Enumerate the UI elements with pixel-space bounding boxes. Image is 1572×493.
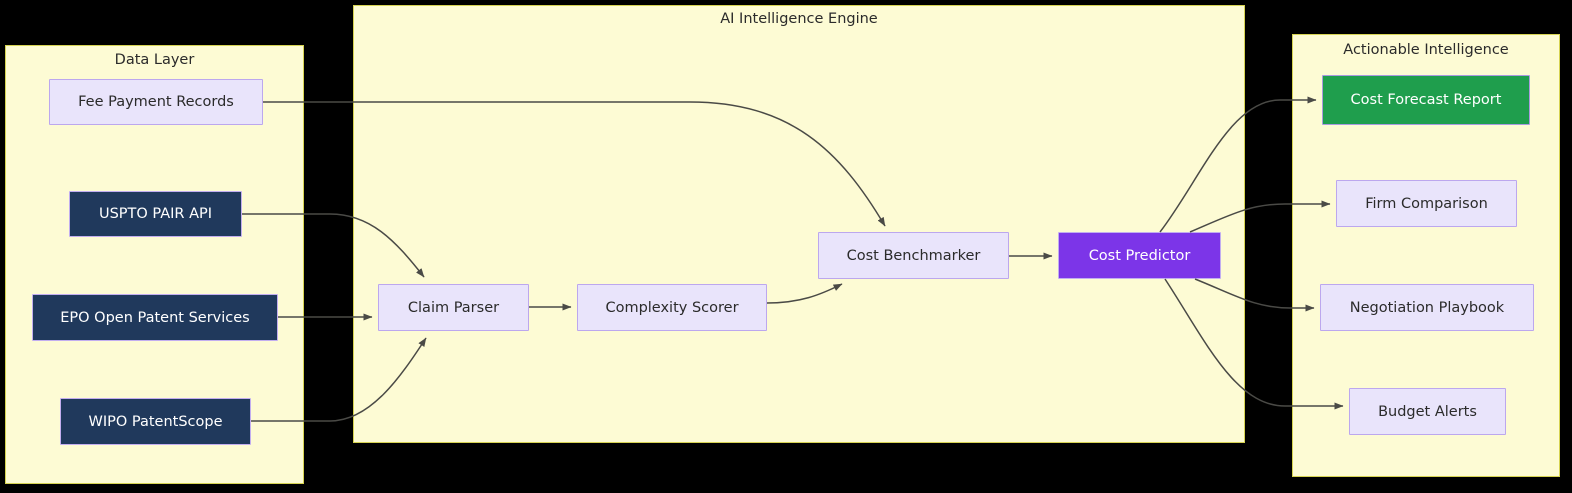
node-label: EPO Open Patent Services [60, 309, 250, 326]
node-label: Cost Forecast Report [1350, 92, 1502, 108]
node-label: WIPO PatentScope [88, 413, 223, 430]
node-label: Fee Payment Records [78, 94, 234, 110]
node-cost-predictor[interactable]: Cost Predictor [1058, 232, 1221, 279]
node-label: Claim Parser [407, 299, 500, 316]
cluster-title-actionable-intelligence: Actionable Intelligence [1343, 42, 1509, 58]
node-cost-benchmarker[interactable]: Cost Benchmarker [818, 232, 1009, 279]
node-budget-alerts[interactable]: Budget Alerts [1349, 388, 1506, 435]
node-firm-comparison[interactable]: Firm Comparison [1336, 180, 1517, 227]
node-negotiation-playbook[interactable]: Negotiation Playbook [1320, 284, 1534, 331]
cluster-title-ai-intelligence-engine: AI Intelligence Engine [720, 11, 878, 27]
node-label: Negotiation Playbook [1349, 299, 1505, 316]
node-fee-payment-records[interactable]: Fee Payment Records [49, 79, 263, 125]
cluster-ai-intelligence-engine [353, 5, 1245, 443]
node-claim-parser[interactable]: Claim Parser [378, 284, 529, 331]
node-epo-open-patent-services[interactable]: EPO Open Patent Services [32, 294, 278, 341]
node-wipo-patentscope[interactable]: WIPO PatentScope [60, 398, 251, 445]
node-label: USPTO PAIR API [98, 206, 213, 222]
node-label: Firm Comparison [1365, 195, 1488, 212]
node-label: Budget Alerts [1378, 403, 1477, 420]
node-complexity-scorer[interactable]: Complexity Scorer [577, 284, 767, 331]
node-cost-forecast-report[interactable]: Cost Forecast Report [1322, 75, 1530, 125]
node-label: Cost Benchmarker [846, 247, 981, 264]
node-label: Cost Predictor [1088, 247, 1191, 264]
cluster-title-data-layer: Data Layer [114, 52, 195, 68]
node-uspto-pair-api[interactable]: USPTO PAIR API [69, 191, 242, 237]
node-label: Complexity Scorer [605, 299, 739, 316]
